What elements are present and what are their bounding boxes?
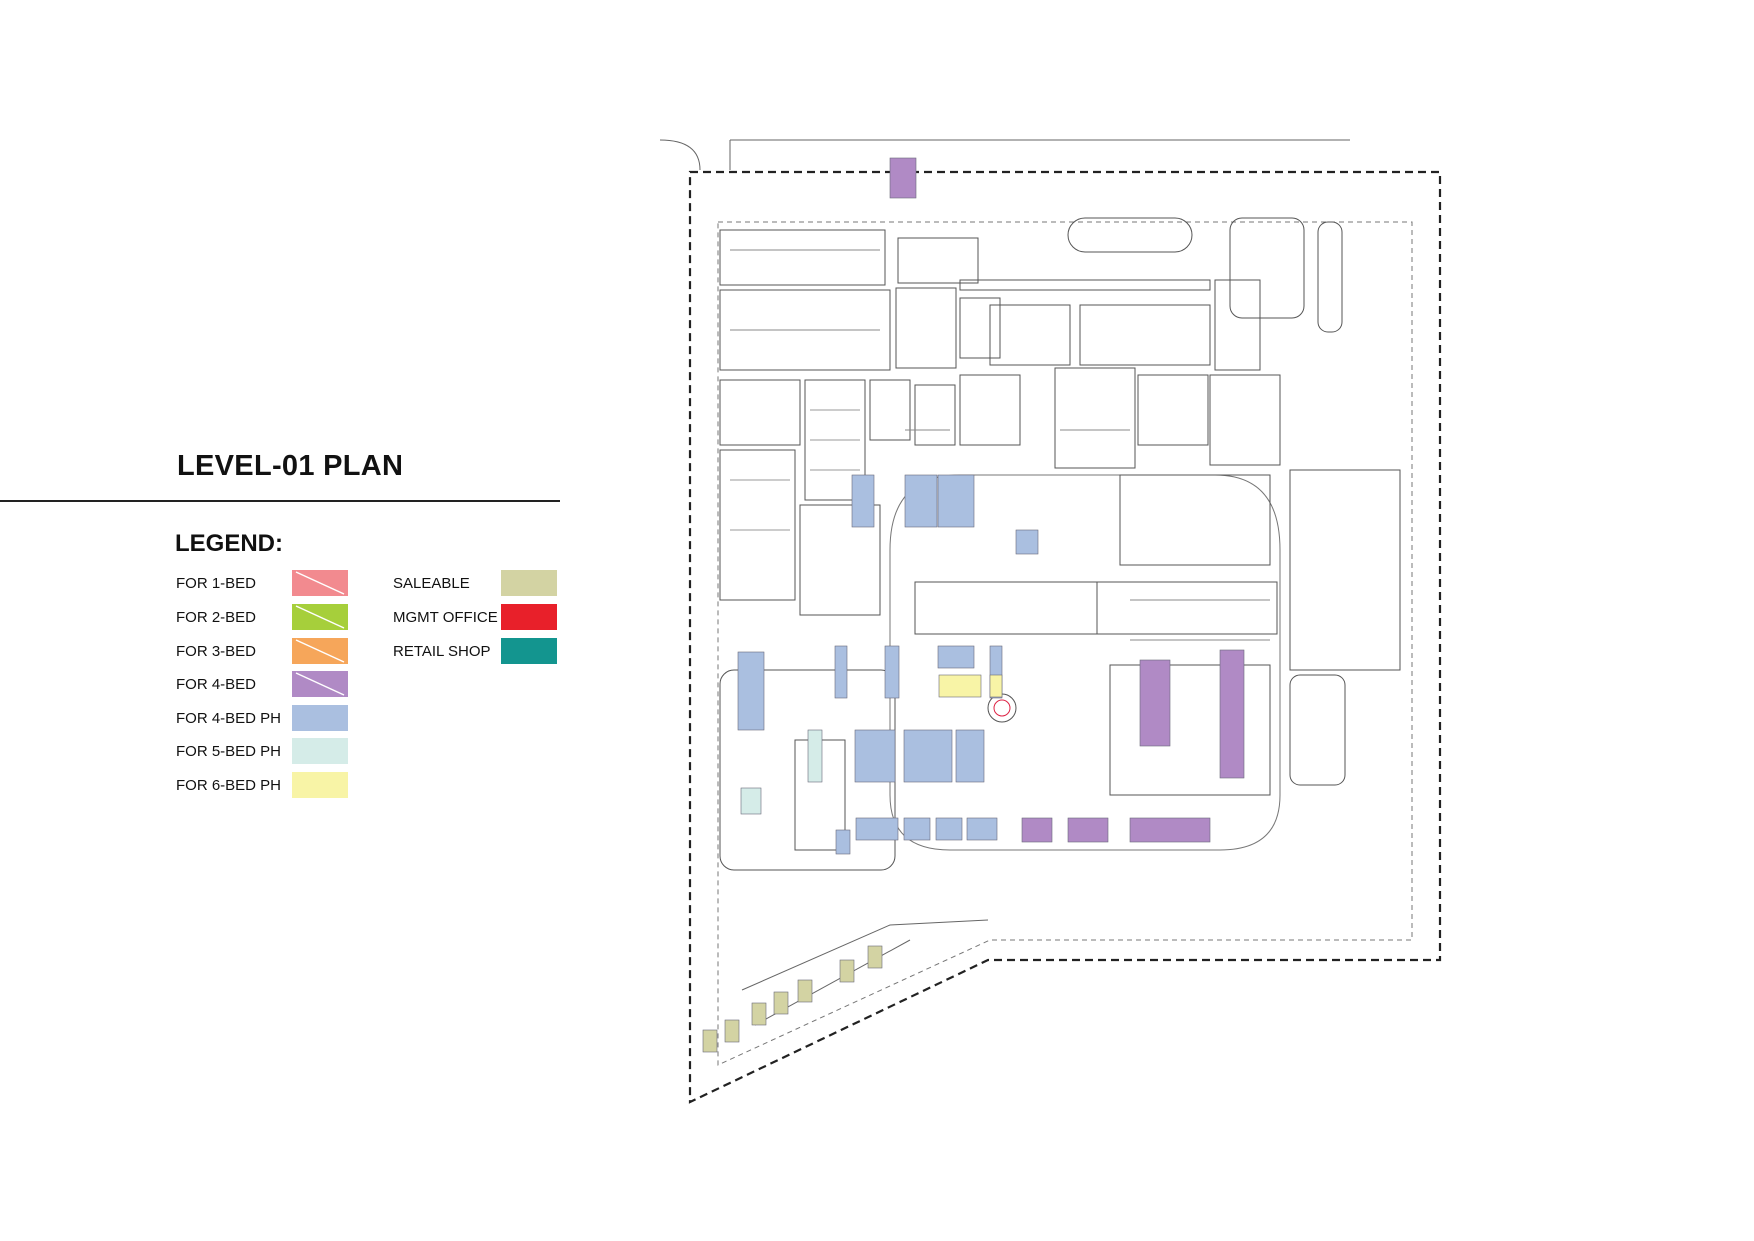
legend-item-3-bed: FOR 3-BED: [176, 638, 256, 664]
parking-4-bed: [889, 157, 917, 199]
title-divider: [0, 500, 560, 502]
legend-label: FOR 4-BED PH: [176, 709, 282, 727]
legend-swatch-5-bed-ph: [292, 738, 348, 764]
floor-plan: [660, 139, 1442, 1104]
saleable-parking: [867, 945, 883, 969]
legend-heading: LEGEND:: [175, 530, 283, 557]
parking-5-bed-ph: [807, 729, 823, 783]
parking-4-bed: [1067, 817, 1109, 843]
legend-item-2-bed: FOR 2-BED: [176, 604, 256, 630]
legend-swatch-1-bed: [292, 570, 348, 596]
page-title: LEVEL-01 PLAN: [177, 450, 404, 482]
parking-4-bed-ph: [1015, 529, 1039, 555]
parking-4-bed-ph-group: [737, 474, 1039, 855]
parking-6-bed-ph-group: [938, 674, 1003, 698]
legend-item-5-bed-ph: FOR 5-BED PH: [176, 738, 281, 764]
parking-4-bed-ph: [904, 474, 938, 528]
parking-4-bed-ph: [966, 817, 998, 841]
legend-swatch-mgmt-office: [501, 604, 557, 630]
saleable-parking: [797, 979, 813, 1003]
saleable-parking-group: [702, 945, 883, 1053]
saleable-parking: [839, 959, 855, 983]
parking-5-bed-ph-group: [740, 729, 823, 815]
parking-4-bed-ph: [854, 729, 896, 783]
legend-swatch-saleable: [501, 570, 557, 596]
saleable-parking: [751, 1002, 767, 1026]
parking-4-bed: [1219, 649, 1245, 779]
parking-4-bed-group: [889, 157, 1245, 843]
parking-5-bed-ph: [740, 787, 762, 815]
parking-4-bed-ph: [737, 651, 765, 731]
parking-4-bed-ph: [955, 729, 985, 783]
legend-label: FOR 5-BED PH: [176, 742, 282, 760]
legend-swatch-6-bed-ph: [292, 772, 348, 798]
site-boundary: [688, 170, 1442, 1104]
saleable-parking: [702, 1029, 718, 1053]
legend-item-4-bed-ph: FOR 4-BED PH: [176, 705, 281, 731]
parking-4-bed-ph: [937, 474, 975, 528]
parking-4-bed-ph: [903, 817, 931, 841]
legend-item-retail-shop: RETAIL SHOP: [393, 638, 491, 664]
parking-4-bed-ph: [884, 645, 900, 699]
parking-4-bed: [1139, 659, 1171, 747]
parking-4-bed-ph: [835, 829, 851, 855]
legend-label: RETAIL SHOP: [393, 642, 491, 660]
parking-4-bed-ph: [851, 474, 875, 528]
legend-item-1-bed: FOR 1-BED: [176, 570, 256, 596]
saleable-parking: [724, 1019, 740, 1043]
legend-item-6-bed-ph: FOR 6-BED PH: [176, 772, 281, 798]
legend-label: FOR 2-BED: [176, 608, 257, 626]
parking-4-bed-ph: [937, 645, 975, 669]
parking-4-bed-ph: [855, 817, 899, 841]
legend-swatch-retail-shop: [501, 638, 557, 664]
legend-label: MGMT OFFICE: [393, 608, 498, 626]
saleable-parking: [773, 991, 789, 1015]
parking-4-bed-ph: [834, 645, 848, 699]
legend-swatch-4-bed-ph: [292, 705, 348, 731]
legend-label: SALEABLE: [393, 574, 470, 592]
setback-line: [717, 221, 1413, 1066]
legend-item-saleable: SALEABLE: [393, 570, 470, 596]
legend-swatch-3-bed: [292, 638, 348, 664]
legend-item-mgmt-office: MGMT OFFICE: [393, 604, 498, 630]
legend-label: FOR 4-BED: [176, 675, 257, 693]
legend-swatch-4-bed: [292, 671, 348, 697]
legend-label: FOR 6-BED PH: [176, 776, 282, 794]
parking-6-bed-ph: [989, 674, 1003, 698]
parking-4-bed-ph: [903, 729, 953, 783]
legend-label: FOR 1-BED: [176, 574, 257, 592]
parking-6-bed-ph: [938, 674, 982, 698]
legend-label: FOR 3-BED: [176, 642, 257, 660]
legend-item-4-bed: FOR 4-BED: [176, 671, 256, 697]
parking-4-bed-ph: [935, 817, 963, 841]
legend-swatch-2-bed: [292, 604, 348, 630]
parking-4-bed: [1129, 817, 1211, 843]
parking-4-bed: [1021, 817, 1053, 843]
